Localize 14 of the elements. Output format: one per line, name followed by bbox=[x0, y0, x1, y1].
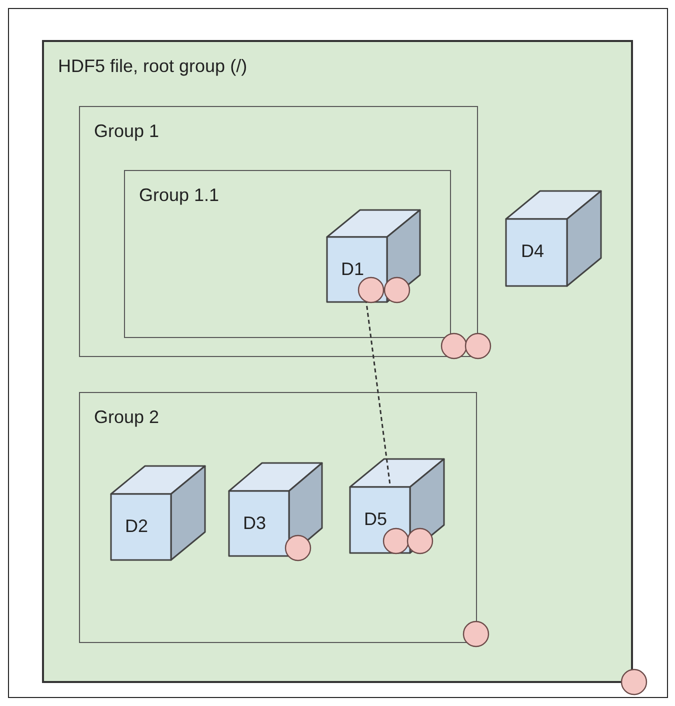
dataset-label: D2 bbox=[125, 516, 148, 538]
group-title: Group 1.1 bbox=[139, 185, 220, 206]
dataset-cube bbox=[228, 462, 323, 557]
dataset-label: D4 bbox=[521, 241, 544, 262]
group-title: Group 1 bbox=[94, 121, 160, 142]
file-container bbox=[42, 40, 633, 683]
group-title: HDF5 file, root group (/) bbox=[58, 56, 248, 77]
dataset-label: D5 bbox=[364, 509, 388, 530]
dataset-cube bbox=[110, 465, 206, 561]
dataset-cube bbox=[505, 190, 602, 287]
dataset-label: D3 bbox=[243, 512, 266, 534]
group-title: Group 2 bbox=[94, 407, 160, 428]
group-box bbox=[79, 392, 477, 643]
dataset-label: D1 bbox=[341, 258, 364, 280]
